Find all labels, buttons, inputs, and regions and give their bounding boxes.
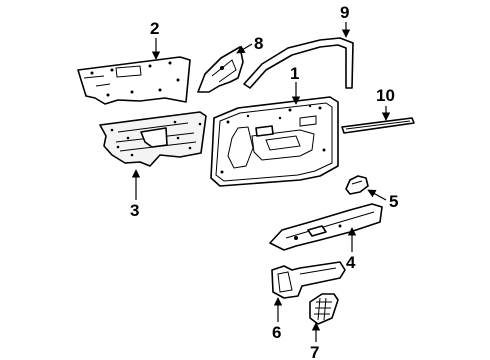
leader-8 [236, 43, 253, 54]
part-4-armrest [269, 203, 383, 251]
callout-2: 2 [150, 19, 159, 38]
callout-5: 5 [389, 192, 398, 211]
part-8-sail-trim [197, 46, 244, 93]
callout-3: 3 [130, 201, 139, 220]
leader-5 [367, 189, 387, 201]
part-10-belt-molding [341, 117, 415, 134]
part-9-run-channel [243, 37, 354, 89]
callout-1: 1 [290, 64, 299, 83]
callout-9: 9 [340, 3, 349, 22]
callout-6: 6 [272, 323, 281, 342]
callout-7: 7 [310, 343, 319, 360]
part-3-insulator [99, 111, 207, 167]
callout-4: 4 [346, 253, 356, 272]
callout-labels: 1 2 3 4 5 6 7 8 9 10 [130, 3, 398, 360]
part-1-door-trim-panel [210, 96, 339, 187]
callout-10: 10 [376, 86, 395, 105]
leader-lines [131, 22, 391, 342]
part-6-bezel [271, 261, 346, 299]
part-2-water-deflector [77, 56, 191, 105]
part-7-speaker-grille [309, 293, 339, 325]
callout-8: 8 [254, 34, 263, 53]
part-5-handle [345, 175, 369, 195]
